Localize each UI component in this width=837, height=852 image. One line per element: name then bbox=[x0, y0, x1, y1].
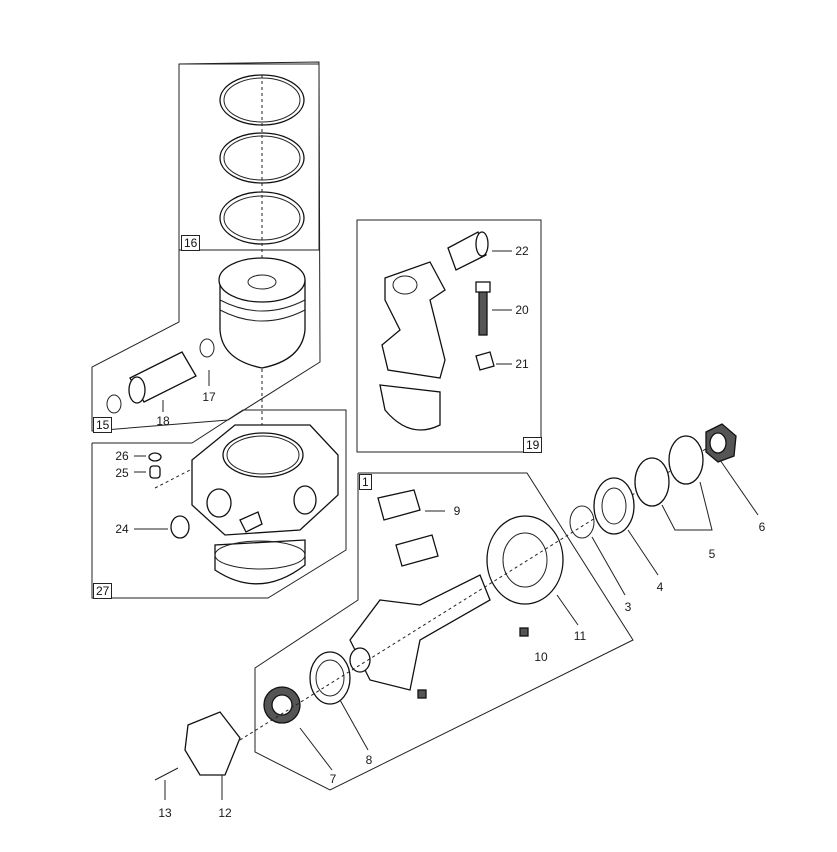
group-label-16: 16 bbox=[181, 235, 201, 251]
callout-18: 18 bbox=[156, 414, 170, 428]
group-16-outline bbox=[178, 63, 320, 251]
callout-4: 4 bbox=[656, 580, 664, 594]
callout-17: 17 bbox=[202, 390, 216, 404]
callout-7: 7 bbox=[329, 772, 337, 786]
callout-20: 20 bbox=[515, 303, 529, 317]
callout-25: 25 bbox=[115, 466, 129, 480]
callout-5: 5 bbox=[708, 547, 716, 561]
callout-13: 13 bbox=[158, 806, 172, 820]
circlips-and-pin bbox=[106, 338, 215, 414]
callout-12: 12 bbox=[218, 806, 232, 820]
connecting-rod bbox=[379, 231, 512, 431]
group-1-outline bbox=[254, 472, 634, 791]
piston bbox=[218, 257, 306, 369]
cylinder bbox=[134, 424, 339, 585]
crankshaft-assembly bbox=[154, 439, 721, 800]
callout-24: 24 bbox=[115, 522, 129, 536]
callout-8: 8 bbox=[365, 753, 373, 767]
group-27-outline bbox=[91, 409, 347, 599]
callout-9: 9 bbox=[453, 504, 461, 518]
callout-26: 26 bbox=[115, 449, 129, 463]
group-label-1: 1 bbox=[359, 474, 372, 490]
group-label-15: 15 bbox=[93, 417, 113, 433]
group-label-19: 19 bbox=[523, 437, 543, 453]
callout-22: 22 bbox=[515, 244, 529, 258]
callout-3: 3 bbox=[624, 600, 632, 614]
bearing-shims-nut bbox=[569, 423, 759, 596]
callout-10: 10 bbox=[534, 650, 548, 664]
callout-11: 11 bbox=[573, 629, 587, 643]
piston-rings bbox=[219, 74, 305, 450]
callout-21: 21 bbox=[515, 357, 529, 371]
group-label-27: 27 bbox=[93, 583, 113, 599]
callout-6: 6 bbox=[758, 520, 766, 534]
group-19-outline bbox=[356, 219, 542, 453]
